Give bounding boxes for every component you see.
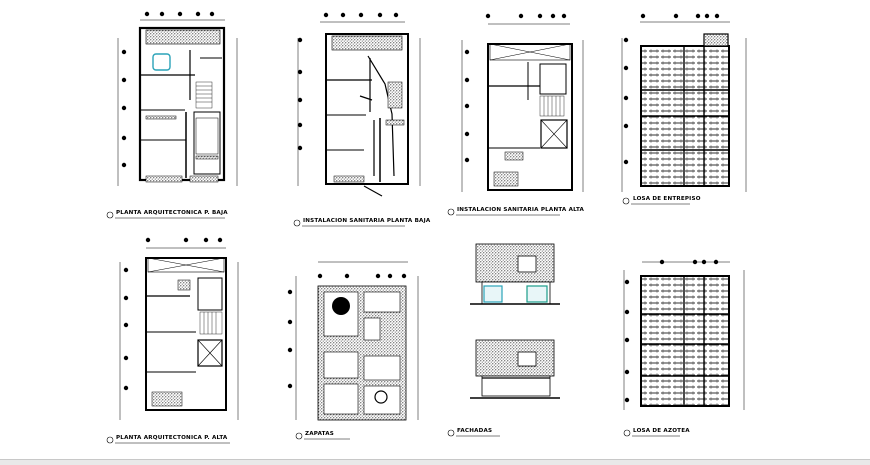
viewer-status-bar xyxy=(0,459,870,465)
caption-text-planta-alta: PLANTA ARQUITECTONICA P. ALTA xyxy=(116,435,228,441)
caption-text-zapatas: ZAPATAS xyxy=(305,431,335,437)
facade-bottom xyxy=(470,339,560,399)
caption-losa-entrepiso xyxy=(622,197,690,205)
caption-zapatas xyxy=(295,432,350,440)
caption-text-losa-azotea: LOSA DE AZOTEA xyxy=(633,428,690,434)
plan-zapatas xyxy=(287,261,419,421)
sanitary-lines xyxy=(359,55,395,197)
plan-planta-alta xyxy=(119,237,239,420)
facade-top xyxy=(470,243,560,305)
caption-text-fachadas: FACHADAS xyxy=(457,428,493,434)
floor-walls xyxy=(138,26,226,182)
plan-fachadas xyxy=(470,243,560,399)
grid-axis-bubbles xyxy=(121,11,215,168)
cistern-circle xyxy=(332,297,350,315)
caption-planta-baja xyxy=(106,211,225,219)
caption-losa-azotea xyxy=(623,429,680,437)
parking-bay xyxy=(195,117,219,155)
plan-losa-azotea xyxy=(623,259,745,410)
caption-text-sanitaria-baja: INSTALACION SANITARIA PLANTA BAJA xyxy=(303,218,431,224)
stair xyxy=(195,81,213,109)
footing-circle xyxy=(374,390,388,404)
caption-text-losa-entrepiso: LOSA DE ENTREPISO xyxy=(633,196,701,202)
plan-losa-entrepiso xyxy=(621,13,747,192)
caption-text-planta-baja: PLANTA ARQUITECTONICA P. BAJA xyxy=(116,210,228,216)
dimension-lines xyxy=(117,19,238,186)
plan-planta-baja xyxy=(117,11,238,186)
caption-text-sanitaria-alta: INSTALACION SANITARIA PLANTA ALTA xyxy=(457,207,585,213)
caption-planta-alta xyxy=(106,436,230,444)
plan-sanitaria-alta xyxy=(461,13,584,192)
plan-sanitaria-baja xyxy=(297,12,421,197)
table-furniture xyxy=(152,53,171,71)
caption-fachadas xyxy=(447,429,500,437)
caption-sanitaria-alta xyxy=(447,208,560,216)
hatched-bands xyxy=(145,115,219,183)
caption-sanitaria-baja xyxy=(293,219,405,227)
